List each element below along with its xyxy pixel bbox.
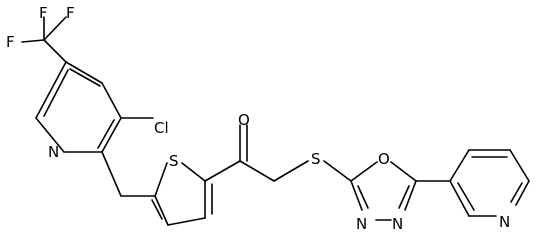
nitrogen-atom-label: N [48, 143, 59, 161]
oxygen-atom-label: O [378, 150, 390, 168]
oxadiazole-ring [350, 161, 417, 221]
bond [457, 182, 475, 211]
bond [43, 39, 67, 63]
thiophene-ring [151, 162, 213, 226]
bond [350, 180, 363, 211]
bond [350, 161, 378, 182]
chlorine-atom-label: Cl [154, 119, 169, 137]
bond [515, 180, 530, 206]
bond [449, 180, 470, 217]
bond [154, 162, 168, 197]
bond [154, 195, 169, 226]
fluorine-atom-label: F [39, 4, 48, 22]
bond [167, 217, 206, 226]
chloropyridine-ring [35, 61, 154, 153]
ketone-linker [204, 124, 309, 182]
bond [101, 82, 122, 119]
bond [204, 160, 241, 182]
bond [35, 61, 67, 119]
bond [509, 149, 530, 182]
bond [181, 162, 206, 182]
bond [65, 61, 103, 84]
thioether-linker [323, 160, 352, 182]
bond [151, 199, 163, 220]
bond [510, 182, 523, 203]
bond [357, 185, 369, 209]
bond [43, 16, 67, 41]
pyridyl-ring [415, 149, 530, 217]
bond [101, 117, 122, 153]
bond [101, 151, 122, 197]
nitrogen-atom-label: N [356, 215, 367, 233]
bond [449, 149, 470, 182]
bond [239, 160, 275, 182]
sulfur-atom-label: S [169, 152, 179, 170]
bond [35, 117, 65, 153]
sulfur-atom-label: S [311, 150, 321, 168]
bond [390, 161, 417, 182]
bond [404, 180, 417, 211]
bond [398, 185, 410, 209]
bond [273, 160, 309, 182]
nitrogen-atom-label: N [499, 213, 510, 231]
nitrogen-atom-label: N [392, 215, 403, 233]
bond [43, 69, 69, 117]
fluorine-atom-label: F [66, 4, 75, 22]
methylene-linker [101, 151, 156, 197]
trifluoromethyl-group [21, 16, 67, 63]
fluorine-atom-label: F [6, 33, 15, 51]
bond [323, 160, 352, 182]
bond [97, 119, 115, 149]
bond [69, 68, 101, 87]
oxygen-atom-label: O [238, 111, 250, 129]
bond [21, 39, 45, 43]
